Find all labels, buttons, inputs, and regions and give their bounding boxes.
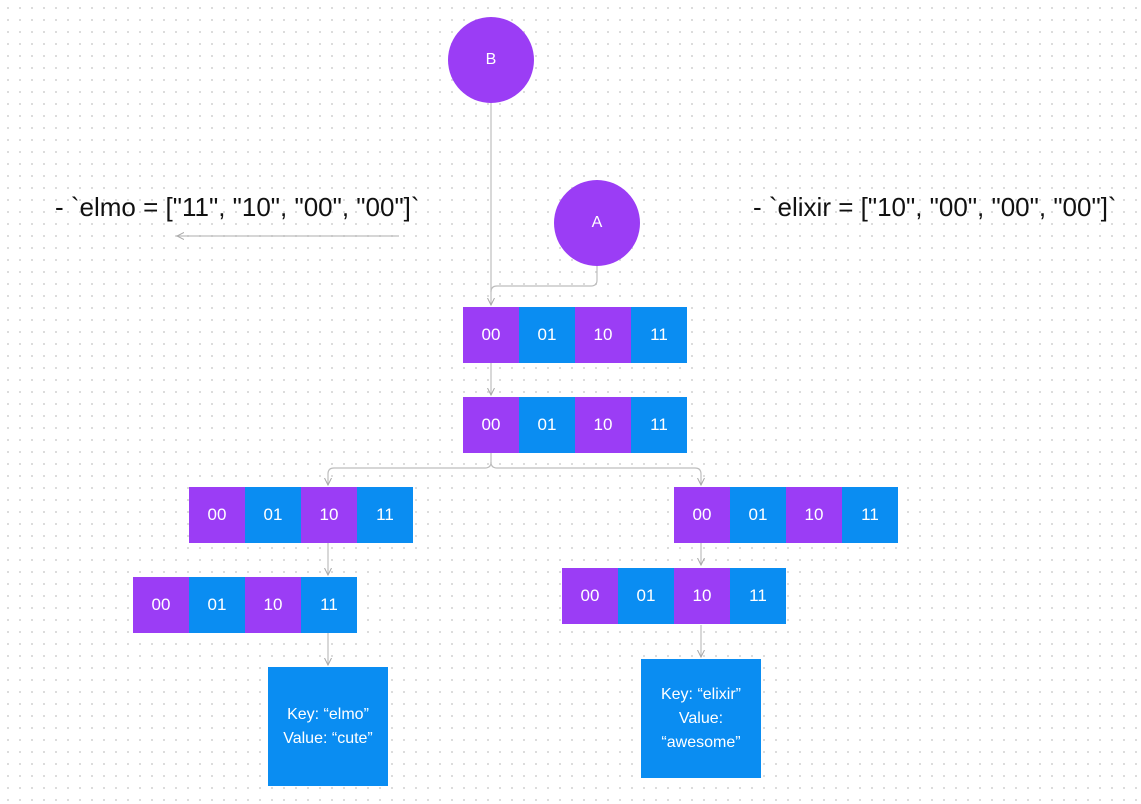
elixir-leaf[interactable]: Key: “elixir” Value: “awesome” <box>641 659 761 778</box>
array-cell[interactable]: 11 <box>631 397 687 453</box>
array-cell[interactable]: 10 <box>301 487 357 543</box>
array-cell[interactable]: 10 <box>575 397 631 453</box>
array-cell[interactable]: 11 <box>301 577 357 633</box>
node-b-label: B <box>485 51 497 68</box>
array-cell[interactable]: 10 <box>575 307 631 363</box>
array-cell[interactable]: 11 <box>357 487 413 543</box>
elixir-leaf-value: “awesome” <box>661 733 741 751</box>
node-a[interactable]: A <box>554 180 640 266</box>
array-cell[interactable]: 01 <box>618 568 674 624</box>
array-cell[interactable]: 11 <box>631 307 687 363</box>
array-cell[interactable]: 00 <box>133 577 189 633</box>
array-cell[interactable]: 00 <box>674 487 730 543</box>
edge-a-to-root <box>490 264 598 293</box>
array-cell[interactable]: 01 <box>189 577 245 633</box>
array-cell[interactable]: 00 <box>189 487 245 543</box>
left-level4-array: 00 01 10 11 <box>133 577 357 633</box>
level2-array: 00 01 10 11 <box>463 397 687 453</box>
edge-level2-to-left <box>328 453 492 485</box>
node-b[interactable]: B <box>448 17 534 103</box>
array-cell[interactable]: 00 <box>463 307 519 363</box>
node-a-label: A <box>591 214 603 231</box>
elixir-leaf-value-label: Value: <box>678 709 724 727</box>
array-cell[interactable]: 01 <box>519 307 575 363</box>
array-cell[interactable]: 00 <box>562 568 618 624</box>
elmo-leaf[interactable]: Key: “elmo” Value: “cute” <box>268 667 388 786</box>
elmo-path-note: - `elmo = ["11", "10", "00", "00"]` <box>55 192 420 222</box>
array-cell[interactable]: 10 <box>786 487 842 543</box>
elmo-leaf-key: Key: “elmo” <box>287 705 369 723</box>
root-array: 00 01 10 11 <box>463 307 687 363</box>
array-cell[interactable]: 11 <box>842 487 898 543</box>
array-cell[interactable]: 01 <box>519 397 575 453</box>
elmo-leaf-value: Value: “cute” <box>283 729 373 747</box>
array-cell[interactable]: 10 <box>674 568 730 624</box>
right-level3-array: 00 01 10 11 <box>674 487 898 543</box>
array-cell[interactable]: 10 <box>245 577 301 633</box>
edge-level2-to-right <box>490 461 701 485</box>
array-cell[interactable]: 11 <box>730 568 786 624</box>
array-cell[interactable]: 01 <box>730 487 786 543</box>
array-cell[interactable]: 01 <box>245 487 301 543</box>
elixir-path-note: - `elixir = ["10", "00", "00", "00"]` <box>753 192 1117 222</box>
left-level3-array: 00 01 10 11 <box>189 487 413 543</box>
right-level4-array: 00 01 10 11 <box>562 568 786 624</box>
elixir-leaf-key: Key: “elixir” <box>660 685 741 703</box>
array-cell[interactable]: 00 <box>463 397 519 453</box>
